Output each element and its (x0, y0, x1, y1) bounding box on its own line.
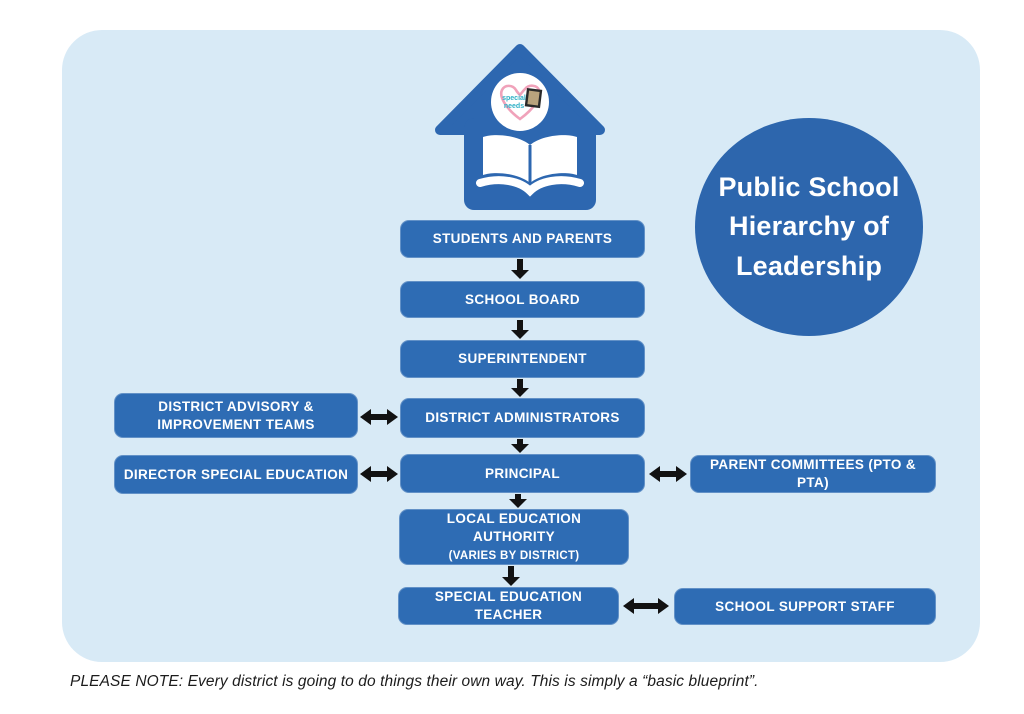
node-label: STUDENTS AND PARENTS (432, 231, 613, 247)
title-line-1: Public School (718, 172, 900, 203)
down-arrow-lea-to-special-education-teacher (501, 566, 521, 586)
double-arrow-principal-parent-committees (649, 463, 687, 485)
node-label: DISTRICT ADMINISTRATORS (425, 410, 620, 426)
node-label: SCHOOL BOARD (465, 291, 580, 307)
title-line-2: Hierarchy of (729, 211, 889, 242)
down-arrow-superintendent-to-district-administrators (510, 379, 530, 397)
title-line-3: Leadership (735, 250, 883, 281)
node-school-board: SCHOOL BOARD (400, 281, 645, 318)
node-district-advisory-improvement-teams: DISTRICT ADVISORY & IMPROVEMENT TEAMS (114, 393, 358, 438)
node-director-special-education: DIRECTOR SPECIAL EDUCATION (114, 455, 358, 494)
double-arrow-teacher-support-staff (623, 595, 669, 617)
node-label: PARENT COMMITTEES (PTO & PTA) (710, 457, 916, 490)
node-label: DIRECTOR SPECIAL EDUCATION (123, 466, 349, 482)
node-label: SUPERINTENDENT (458, 351, 587, 367)
down-arrow-principal-to-lea (508, 494, 528, 508)
node-label: PRINCIPAL (485, 465, 560, 481)
node-label: LOCAL EDUCATION AUTHORITY (446, 511, 582, 545)
schoolhouse-book-icon: special needs (435, 44, 605, 210)
special-needs-badge: special needs (491, 73, 549, 131)
node-local-education-authority: LOCAL EDUCATION AUTHORITY (VARIES BY DIS… (399, 509, 629, 565)
node-label: SCHOOL SUPPORT STAFF (715, 598, 895, 614)
node-label-line-2: IMPROVEMENT TEAMS (157, 416, 315, 432)
badge-word-2: needs (504, 103, 524, 110)
node-superintendent: SUPERINTENDENT (400, 340, 645, 378)
badge-photo-icon (524, 87, 543, 109)
down-arrow-board-to-superintendent (510, 320, 530, 339)
title-circle: Public School Hierarchy of Leadership (695, 118, 923, 336)
double-arrow-advisory-district-administrators (360, 406, 398, 428)
node-principal: PRINCIPAL (400, 454, 645, 493)
node-parent-committees: PARENT COMMITTEES (PTO & PTA) (690, 455, 936, 493)
node-sublabel: (VARIES BY DISTRICT) (448, 549, 580, 562)
footer-note: PLEASE NOTE: Every district is going to … (70, 673, 759, 690)
node-label-line-1: DISTRICT ADVISORY & (158, 398, 314, 414)
badge-word-1: special (502, 95, 526, 102)
double-arrow-director-principal (360, 463, 398, 485)
open-book-icon (476, 135, 584, 197)
down-arrow-district-administrators-to-principal (510, 439, 530, 453)
node-label: SPECIAL EDUCATION TEACHER (434, 589, 583, 622)
node-students-and-parents: STUDENTS AND PARENTS (400, 220, 645, 258)
node-special-education-teacher: SPECIAL EDUCATION TEACHER (398, 587, 619, 625)
down-arrow-students-to-board (510, 259, 530, 279)
node-school-support-staff: SCHOOL SUPPORT STAFF (674, 588, 936, 625)
node-district-administrators: DISTRICT ADMINISTRATORS (400, 398, 645, 438)
